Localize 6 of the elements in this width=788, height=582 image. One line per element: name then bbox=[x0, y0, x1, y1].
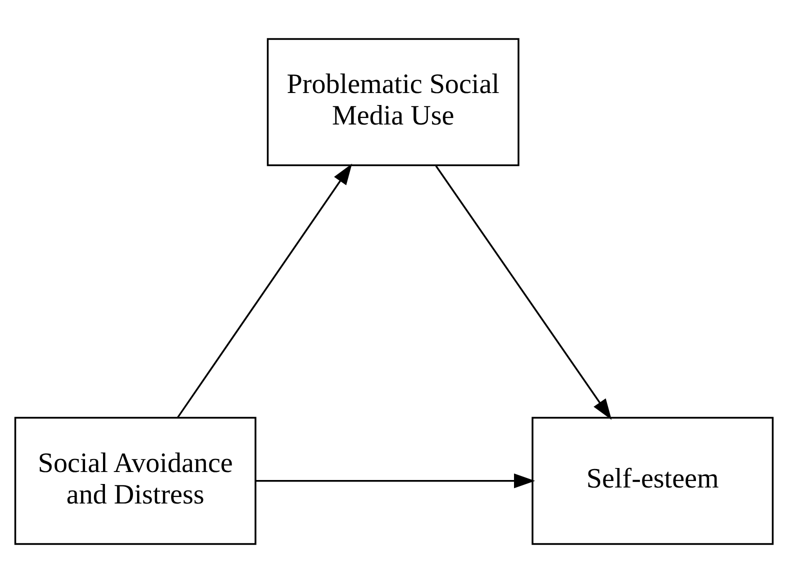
arrow bbox=[435, 164, 612, 420]
arrow bbox=[176, 163, 352, 418]
node-box: Self-esteem bbox=[532, 416, 774, 544]
node-box: Problematic Social Media Use bbox=[266, 38, 520, 166]
node-box: Social Avoidance and Distress bbox=[14, 416, 256, 544]
arrow bbox=[256, 473, 536, 488]
